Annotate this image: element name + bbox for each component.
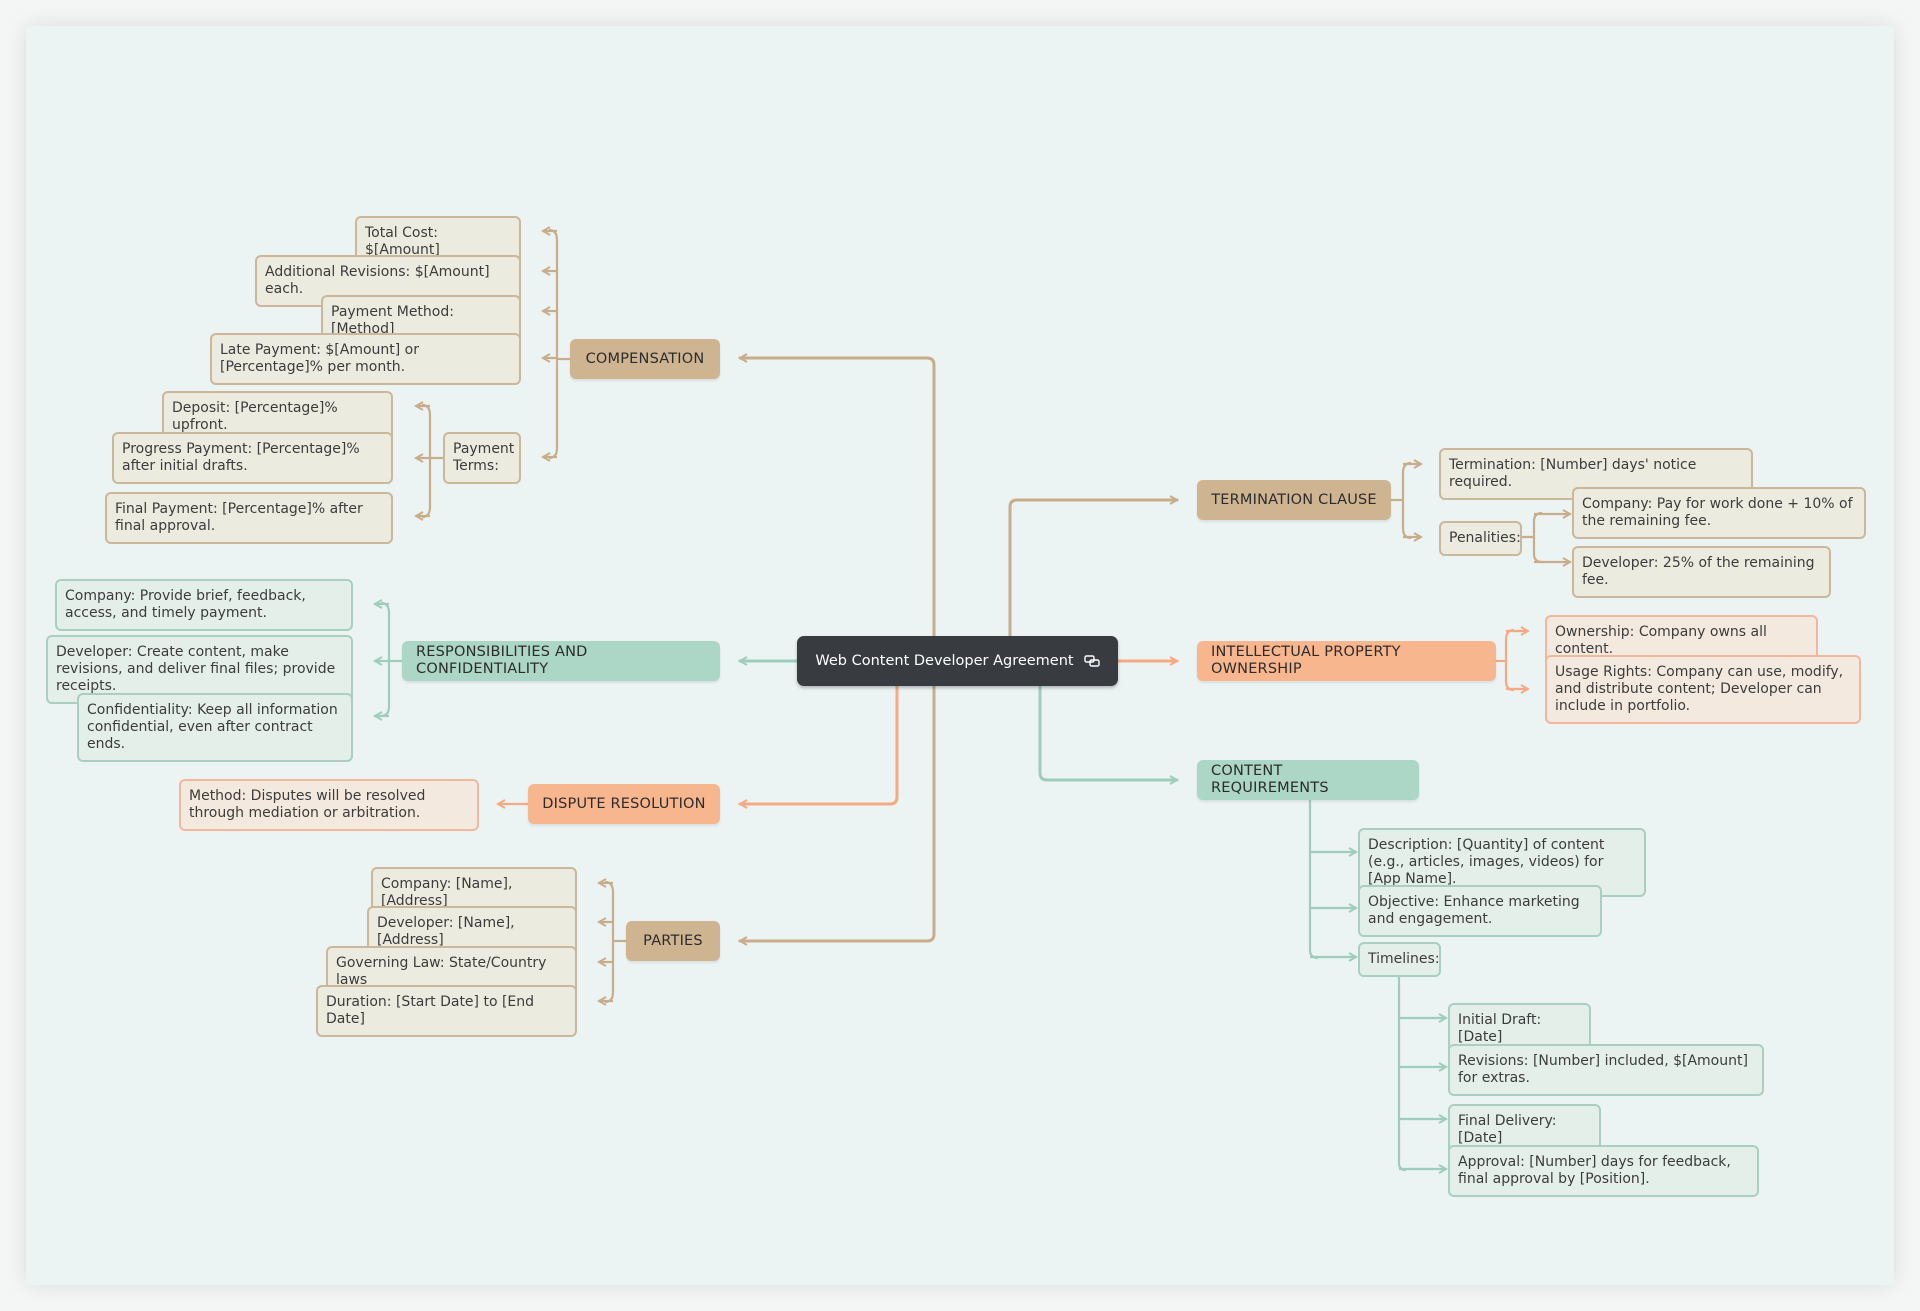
leaf-revisions[interactable]: Revisions: [Number] included, $[Amount] …	[1448, 1044, 1764, 1096]
branch-label: DISPUTE RESOLUTION	[542, 795, 706, 812]
branch-label: INTELLECTUAL PROPERTY OWNERSHIP	[1211, 644, 1401, 677]
timelines-node[interactable]: Timelines:	[1358, 942, 1441, 977]
root-label: Web Content Developer Agreement	[815, 652, 1074, 669]
root-topic[interactable]: Web Content Developer Agreement	[797, 636, 1118, 686]
leaf-dispute-method[interactable]: Method: Disputes will be resolved throug…	[179, 779, 479, 831]
leaf-final-payment[interactable]: Final Payment: [Percentage]% after final…	[105, 492, 393, 544]
branch-responsibilities[interactable]: RESPONSIBILITIES AND CONFIDENTIALITY	[402, 641, 720, 681]
leaf-developer-penalty[interactable]: Developer: 25% of the remaining fee.	[1572, 546, 1831, 598]
leaf-company-penalty[interactable]: Company: Pay for work done + 10% of the …	[1572, 487, 1866, 539]
leaf-objective[interactable]: Objective: Enhance marketing and engagem…	[1358, 885, 1602, 937]
link-icon[interactable]	[1083, 655, 1100, 667]
leaf-progress-payment[interactable]: Progress Payment: [Percentage]% after in…	[112, 432, 393, 484]
leaf-company-responsibility[interactable]: Company: Provide brief, feedback, access…	[55, 579, 353, 631]
branch-parties[interactable]: PARTIES	[626, 921, 720, 961]
branch-intellectual-property[interactable]: INTELLECTUAL PROPERTY OWNERSHIP	[1197, 641, 1496, 681]
leaf-confidentiality[interactable]: Confidentiality: Keep all information co…	[77, 693, 353, 762]
branch-compensation[interactable]: COMPENSATION	[570, 339, 720, 379]
branch-label: COMPENSATION	[585, 350, 705, 367]
branch-label: PARTIES	[643, 932, 703, 949]
branch-label: CONTENT REQUIREMENTS	[1211, 763, 1329, 796]
leaf-usage-rights[interactable]: Usage Rights: Company can use, modify, a…	[1545, 655, 1861, 724]
payment-terms-node[interactable]: Payment Terms:	[443, 432, 521, 484]
branch-dispute-resolution[interactable]: DISPUTE RESOLUTION	[528, 784, 720, 824]
leaf-late-payment[interactable]: Late Payment: $[Amount] or [Percentage]%…	[210, 333, 521, 385]
branch-termination-clause[interactable]: TERMINATION CLAUSE	[1197, 480, 1391, 520]
penalties-node[interactable]: Penalities:	[1439, 521, 1522, 556]
branch-content-requirements[interactable]: CONTENT REQUIREMENTS	[1197, 760, 1419, 800]
branch-label: TERMINATION CLAUSE	[1211, 491, 1377, 508]
leaf-duration[interactable]: Duration: [Start Date] to [End Date]	[316, 985, 577, 1037]
leaf-approval[interactable]: Approval: [Number] days for feedback, fi…	[1448, 1145, 1759, 1197]
branch-label: RESPONSIBILITIES AND CONFIDENTIALITY	[416, 644, 588, 677]
